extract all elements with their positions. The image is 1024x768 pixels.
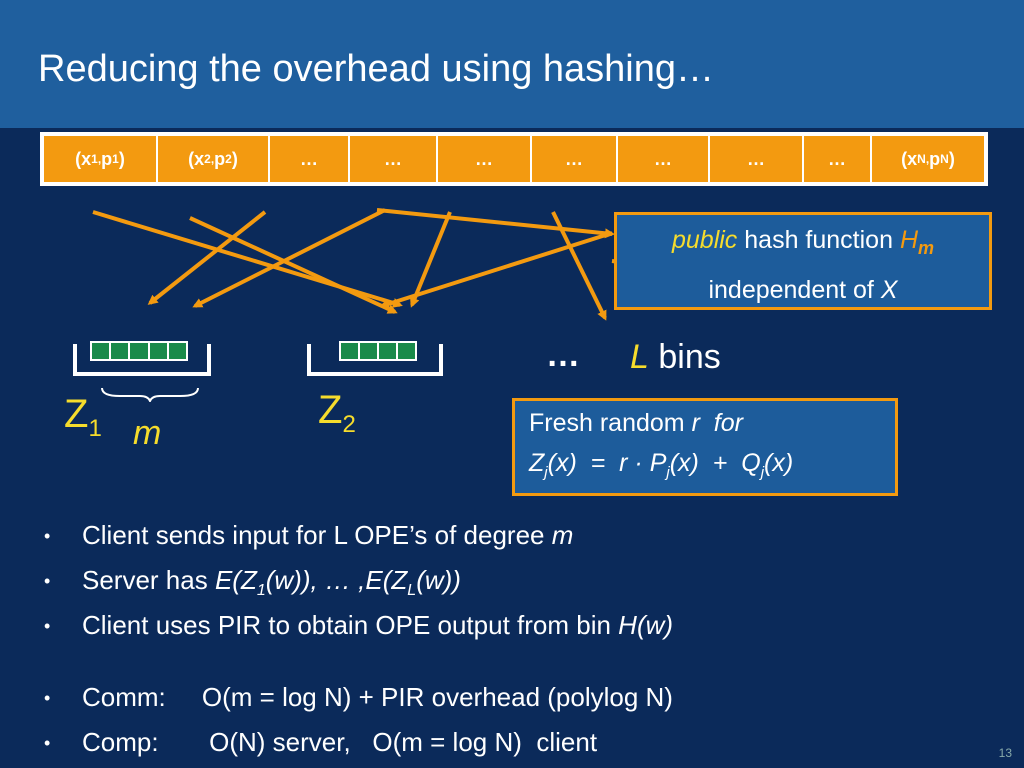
- bin-2-slots: [339, 341, 417, 361]
- title-band: [0, 0, 1024, 128]
- slot: [149, 343, 167, 359]
- bin-1-slots: [90, 341, 188, 361]
- hash-subscript: m: [918, 238, 935, 258]
- arrow: [147, 210, 267, 305]
- slot: [130, 343, 148, 359]
- z2-label: Z2: [318, 388, 356, 439]
- bin-1-bracket: [73, 344, 211, 376]
- array-cell: …: [350, 136, 436, 182]
- array-cell: …: [710, 136, 802, 182]
- for-word: for: [713, 409, 743, 437]
- fresh-formula: Zj(x) = r · Pj(x) + Qj(x): [529, 449, 794, 481]
- z1-subscript: 1: [88, 415, 102, 442]
- array-cell: …: [618, 136, 708, 182]
- arrow: [376, 208, 615, 239]
- slide-title: Reducing the overhead using hashing…: [38, 48, 715, 90]
- bullet-dot: •: [44, 688, 51, 708]
- bullet-text: Server has E(Z1(w)), … ,E(ZL(w)): [82, 565, 461, 600]
- z2-subscript: 2: [342, 411, 356, 438]
- arrow: [192, 208, 386, 308]
- slot: [168, 343, 187, 359]
- bullet-text: Client sends input for L OPE’s of degree…: [82, 520, 574, 550]
- public-word: public: [671, 226, 738, 254]
- arrow: [189, 216, 398, 314]
- arrow: [410, 211, 452, 308]
- bullet-dot: •: [44, 526, 51, 546]
- slot: [379, 343, 396, 359]
- array-cell: …: [532, 136, 616, 182]
- independent-text: independent of: [708, 276, 881, 304]
- arrow: [379, 231, 613, 309]
- bullet-text: Comp: O(N) server, O(m = log N) client: [82, 727, 598, 757]
- bins-text: bins: [648, 338, 721, 376]
- bullet-dot: •: [44, 571, 51, 591]
- l-symbol: L: [630, 338, 649, 376]
- z1-letter: Z: [64, 392, 89, 436]
- array-cell: …: [270, 136, 348, 182]
- page-number: 13: [998, 746, 1012, 760]
- hash-text: hash function: [737, 226, 900, 254]
- bin-2-bracket: [307, 344, 443, 376]
- slot: [341, 343, 358, 359]
- bins-label: L bins: [630, 338, 721, 377]
- m-brace: [101, 387, 199, 402]
- bullet-dot: •: [44, 616, 51, 636]
- fresh-random-note: Fresh random r for Zj(x) = r · Pj(x) + Q…: [512, 398, 898, 496]
- z1-label: Z1: [64, 392, 102, 443]
- slot: [92, 343, 110, 359]
- arrow: [551, 211, 607, 321]
- slot: [111, 343, 129, 359]
- bullet-text: Client uses PIR to obtain OPE output fro…: [82, 610, 674, 640]
- bins-ellipsis: …: [546, 336, 580, 374]
- bullet-dot: •: [44, 733, 51, 753]
- fresh-text: Fresh random: [529, 409, 692, 437]
- arrow: [92, 210, 403, 308]
- x-symbol: X: [880, 276, 898, 304]
- hash-function-note: public hash function Hm independent of X: [614, 212, 992, 310]
- slot: [360, 343, 377, 359]
- r-symbol: r: [691, 409, 700, 437]
- m-label: m: [133, 414, 162, 452]
- array-cell: …: [438, 136, 530, 182]
- z2-letter: Z: [318, 388, 343, 432]
- slot: [398, 343, 415, 359]
- bullet-text: Comm: O(m = log N) + PIR overhead (polyl…: [82, 682, 673, 712]
- hash-symbol: H: [899, 226, 918, 254]
- array-cell: …: [804, 136, 870, 182]
